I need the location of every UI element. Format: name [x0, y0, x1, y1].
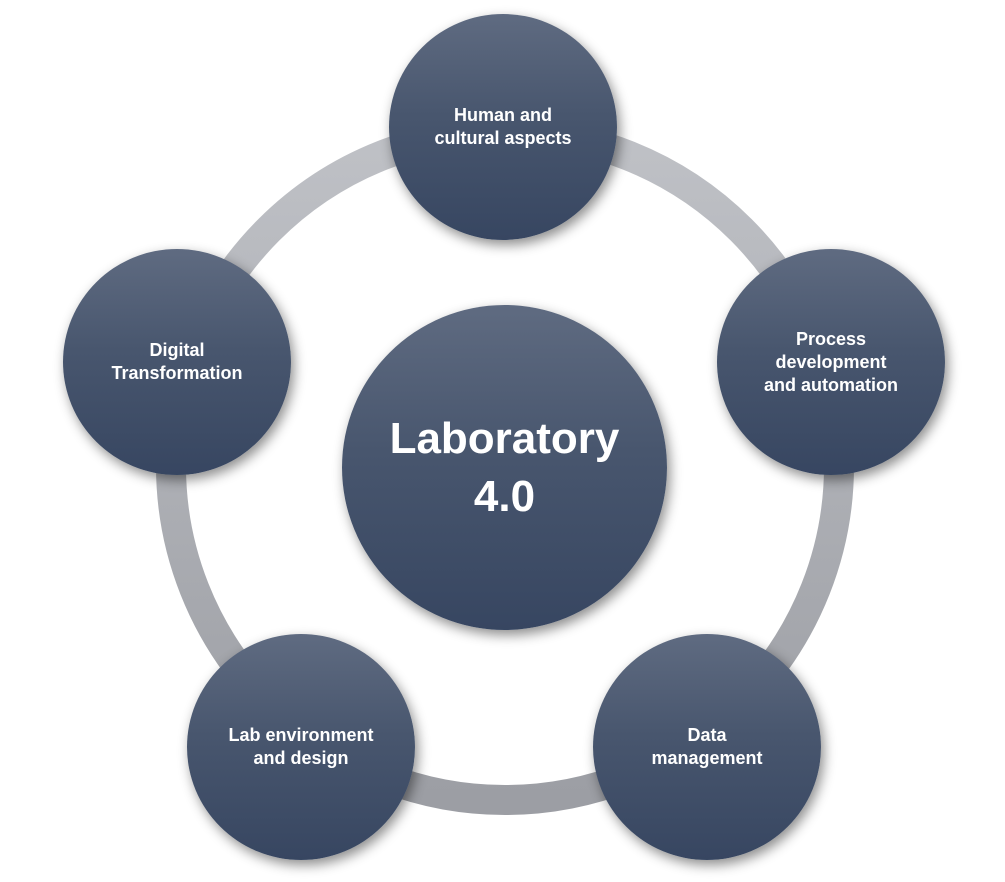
node-label: Data management [651, 725, 763, 768]
center-label: Laboratory 4.0 [389, 413, 620, 521]
node-process-development: Process development and automation [717, 249, 945, 475]
node-digital-transformation: Digital Transformation [63, 249, 291, 475]
node-human-cultural-aspects: Human and cultural aspects [389, 14, 617, 240]
node-label: Digital Transformation [111, 340, 243, 383]
node-label: Lab environment and design [228, 725, 374, 768]
node-label: Process development and automation [764, 328, 898, 395]
node-lab-environment: Lab environment and design [187, 634, 415, 860]
center-node-laboratory: Laboratory 4.0 [342, 305, 667, 630]
node-data-management: Data management [593, 634, 821, 860]
node-label: Human and cultural aspects [434, 105, 572, 148]
